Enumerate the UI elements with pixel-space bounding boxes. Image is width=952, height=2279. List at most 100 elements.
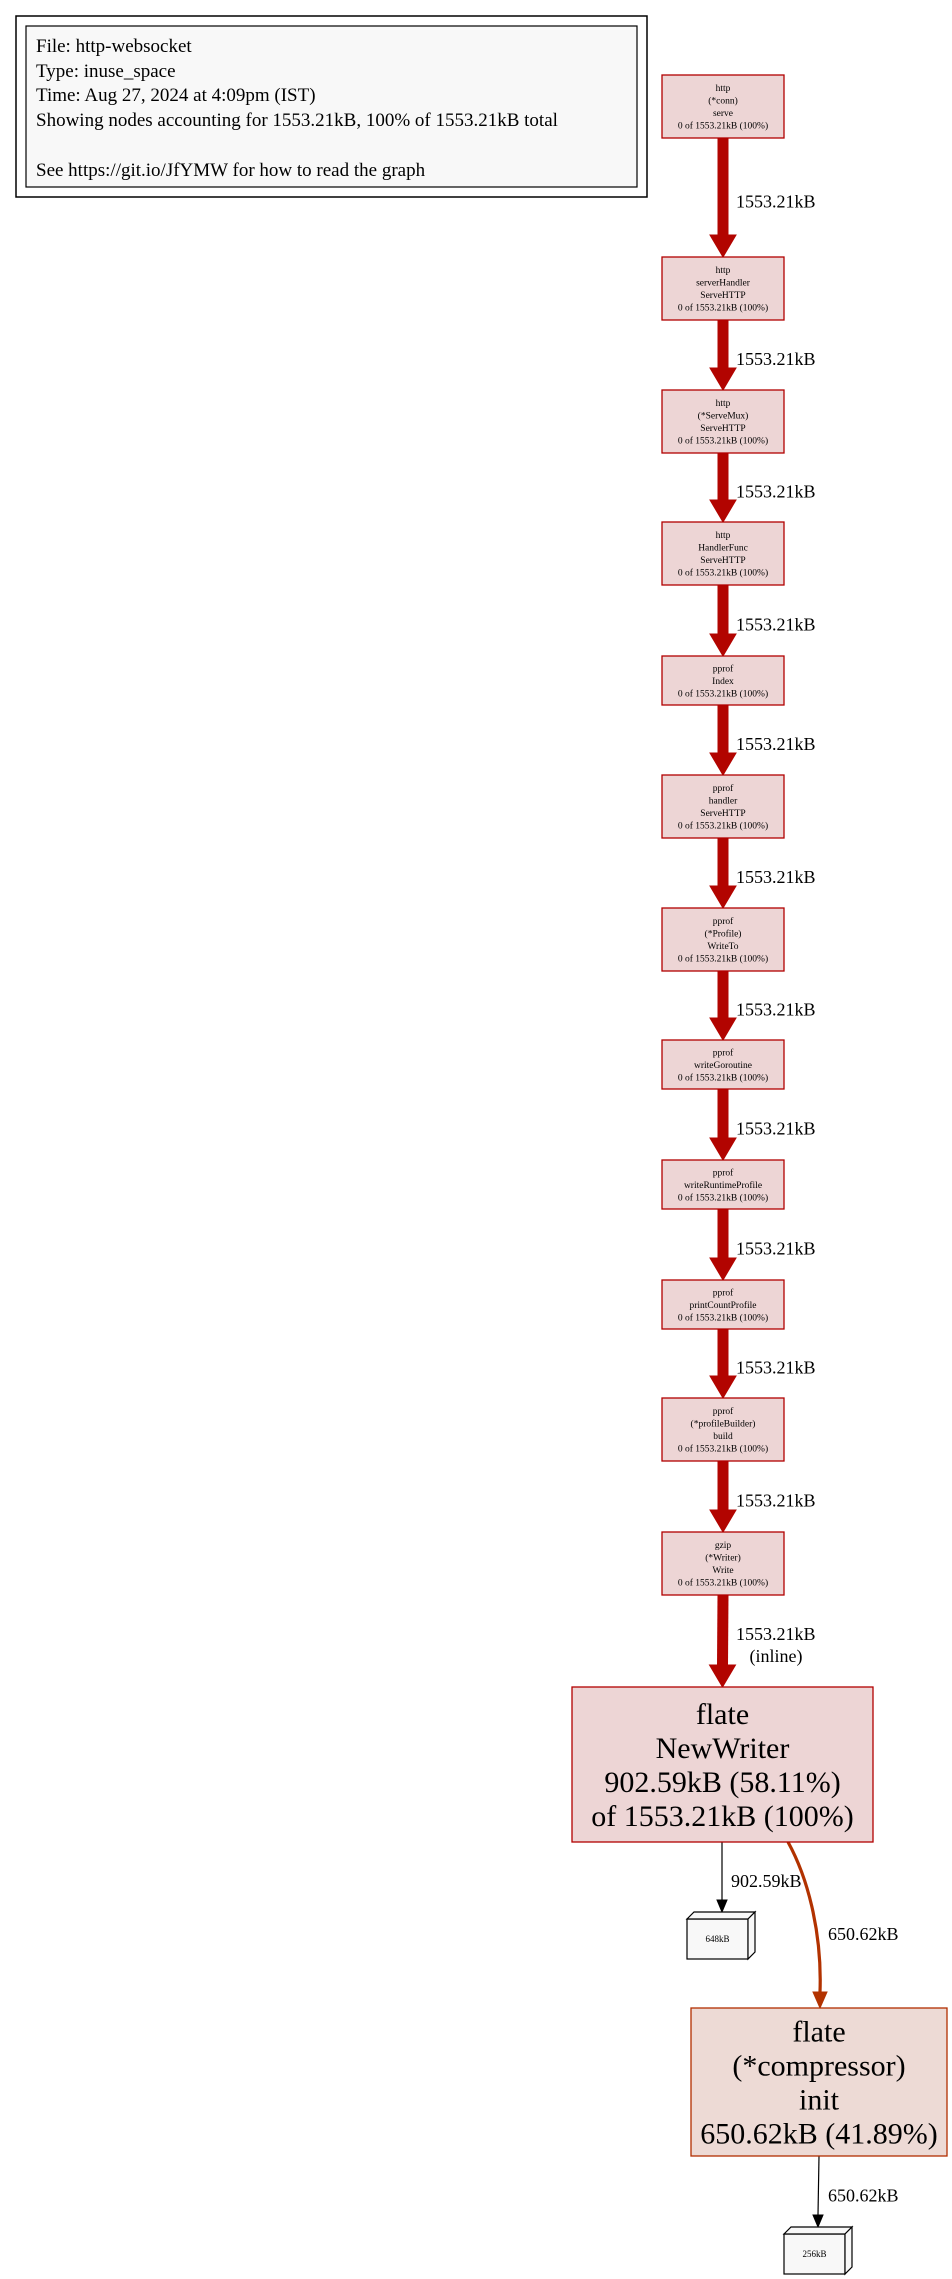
- edge-label: 1553.21kB: [736, 1000, 816, 1020]
- node-label-line: ServeHTTP: [700, 291, 745, 301]
- edge-arrowhead: [709, 1017, 737, 1041]
- node-label-line: (*conn): [708, 96, 738, 107]
- edge-label: 1553.21kB: [736, 1624, 816, 1644]
- node-box: [690, 2007, 948, 2157]
- edge-n11-n12[interactable]: 1553.21kB: [709, 1461, 816, 1533]
- edge-label: 1553.21kB: [736, 192, 816, 212]
- node-label-line: http: [716, 531, 731, 541]
- node-label-line: ServeHTTP: [700, 809, 745, 819]
- edge-label: 1553.21kB: [736, 1119, 816, 1139]
- leaf-box-front: [783, 2233, 846, 2275]
- edge-label: 650.62kB: [828, 2186, 899, 2206]
- node-leaf2[interactable]: 256kB: [782, 2225, 854, 2276]
- edge-label: 1553.21kB: [736, 734, 816, 754]
- node-leaf1[interactable]: 648kB: [685, 1910, 757, 1961]
- node-box: [661, 521, 785, 586]
- edge-n4-n5[interactable]: 1553.21kB: [709, 585, 816, 657]
- edge-n1-n2[interactable]: 1553.21kB: [709, 138, 816, 258]
- edge-arrowhead: [709, 1257, 737, 1281]
- edge-arrowhead: [709, 885, 737, 909]
- leaf-box-top: [782, 2226, 854, 2235]
- node-box: [661, 1039, 785, 1090]
- node-label-line: pprof: [713, 1047, 734, 1058]
- legend-line-time: Time: Aug 27, 2024 at 4:09pm (IST): [36, 85, 316, 106]
- leaf-size-label: 256kB: [802, 2249, 826, 2259]
- node-box: [571, 1686, 874, 1843]
- leaf-box-front: [686, 1918, 749, 1960]
- node-box: [661, 389, 785, 454]
- edge-label: 1553.21kB: [736, 482, 816, 502]
- edge-label: 902.59kB: [731, 1871, 802, 1891]
- edge-arrowhead: [716, 1899, 728, 1914]
- edge-line: [817, 2155, 820, 2216]
- node-label-line: pprof: [713, 1287, 734, 1298]
- edge-n12-n13[interactable]: 1553.21kB(inline): [708, 1594, 816, 1688]
- node-label-line: ServeHTTP: [700, 424, 745, 434]
- edge-n13-n14[interactable]: 650.62kB: [786, 1841, 899, 2010]
- edge-label: 1553.21kB: [736, 1239, 816, 1259]
- node-label-line: pprof: [713, 1406, 734, 1417]
- node-label-line: pprof: [713, 783, 734, 794]
- node-box: [661, 1531, 785, 1596]
- leaf-size-label: 648kB: [705, 1934, 729, 1944]
- edge-label: 1553.21kB: [736, 867, 816, 887]
- node-label-line: pprof: [713, 663, 734, 674]
- edge-arrowhead: [709, 367, 737, 391]
- edge-line: [786, 1841, 822, 1993]
- node-label-line: handler: [709, 797, 738, 807]
- node-label-line: writeRuntimeProfile: [684, 1180, 762, 1191]
- edge-n3-n4[interactable]: 1553.21kB: [709, 453, 816, 523]
- node-label-line: flate: [792, 2016, 845, 2049]
- node-label-line: build: [713, 1432, 733, 1442]
- node-box: [661, 774, 785, 839]
- edge-n9-n10[interactable]: 1553.21kB: [709, 1209, 816, 1281]
- leaf-box-top: [685, 1911, 757, 1920]
- edge-n13-leaf1[interactable]: 902.59kB: [716, 1842, 802, 1914]
- node-label-line: ServeHTTP: [700, 556, 745, 566]
- node-label-line: 0 of 1553.21kB (100%): [678, 954, 768, 965]
- edge-n7-n8[interactable]: 1553.21kB: [709, 971, 816, 1041]
- node-label-line: pprof: [713, 916, 734, 927]
- edge-arrowhead: [812, 1991, 828, 2010]
- edge-label: 1553.21kB: [736, 615, 816, 635]
- edges-layer: 1553.21kB1553.21kB1553.21kB1553.21kB1553…: [708, 138, 899, 2229]
- node-label-line: http: [716, 399, 731, 409]
- edge-n6-n7[interactable]: 1553.21kB: [709, 838, 816, 909]
- legend-line-file: File: http-websocket: [36, 36, 192, 57]
- node-label-line: 0 of 1553.21kB (100%): [678, 568, 768, 579]
- edge-arrowhead: [709, 1509, 737, 1533]
- edge-n5-n6[interactable]: 1553.21kB: [709, 705, 816, 776]
- edge-n14-leaf2[interactable]: 650.62kB: [812, 2155, 899, 2229]
- node-box: [661, 1279, 785, 1330]
- node-label-line: (*compressor): [732, 2050, 905, 2083]
- node-label-line: serve: [713, 109, 733, 119]
- edge-n2-n3[interactable]: 1553.21kB: [709, 320, 816, 391]
- legend-line-type: Type: inuse_space: [36, 61, 176, 82]
- edge-arrowhead: [709, 1375, 737, 1399]
- edge-arrowhead: [812, 2214, 824, 2229]
- node-label-line: 0 of 1553.21kB (100%): [678, 1444, 768, 1455]
- node-label-line: pprof: [713, 1167, 734, 1178]
- node-label-line: 0 of 1553.21kB (100%): [678, 303, 768, 314]
- node-label-line: (*Profile): [705, 929, 742, 940]
- edge-n10-n11[interactable]: 1553.21kB: [709, 1329, 816, 1399]
- edge-n8-n9[interactable]: 1553.21kB: [709, 1089, 816, 1161]
- node-label-line: Index: [712, 677, 734, 687]
- node-label-line: http: [716, 84, 731, 94]
- leaf-box-side: [747, 1910, 756, 1961]
- node-label-line: http: [716, 266, 731, 276]
